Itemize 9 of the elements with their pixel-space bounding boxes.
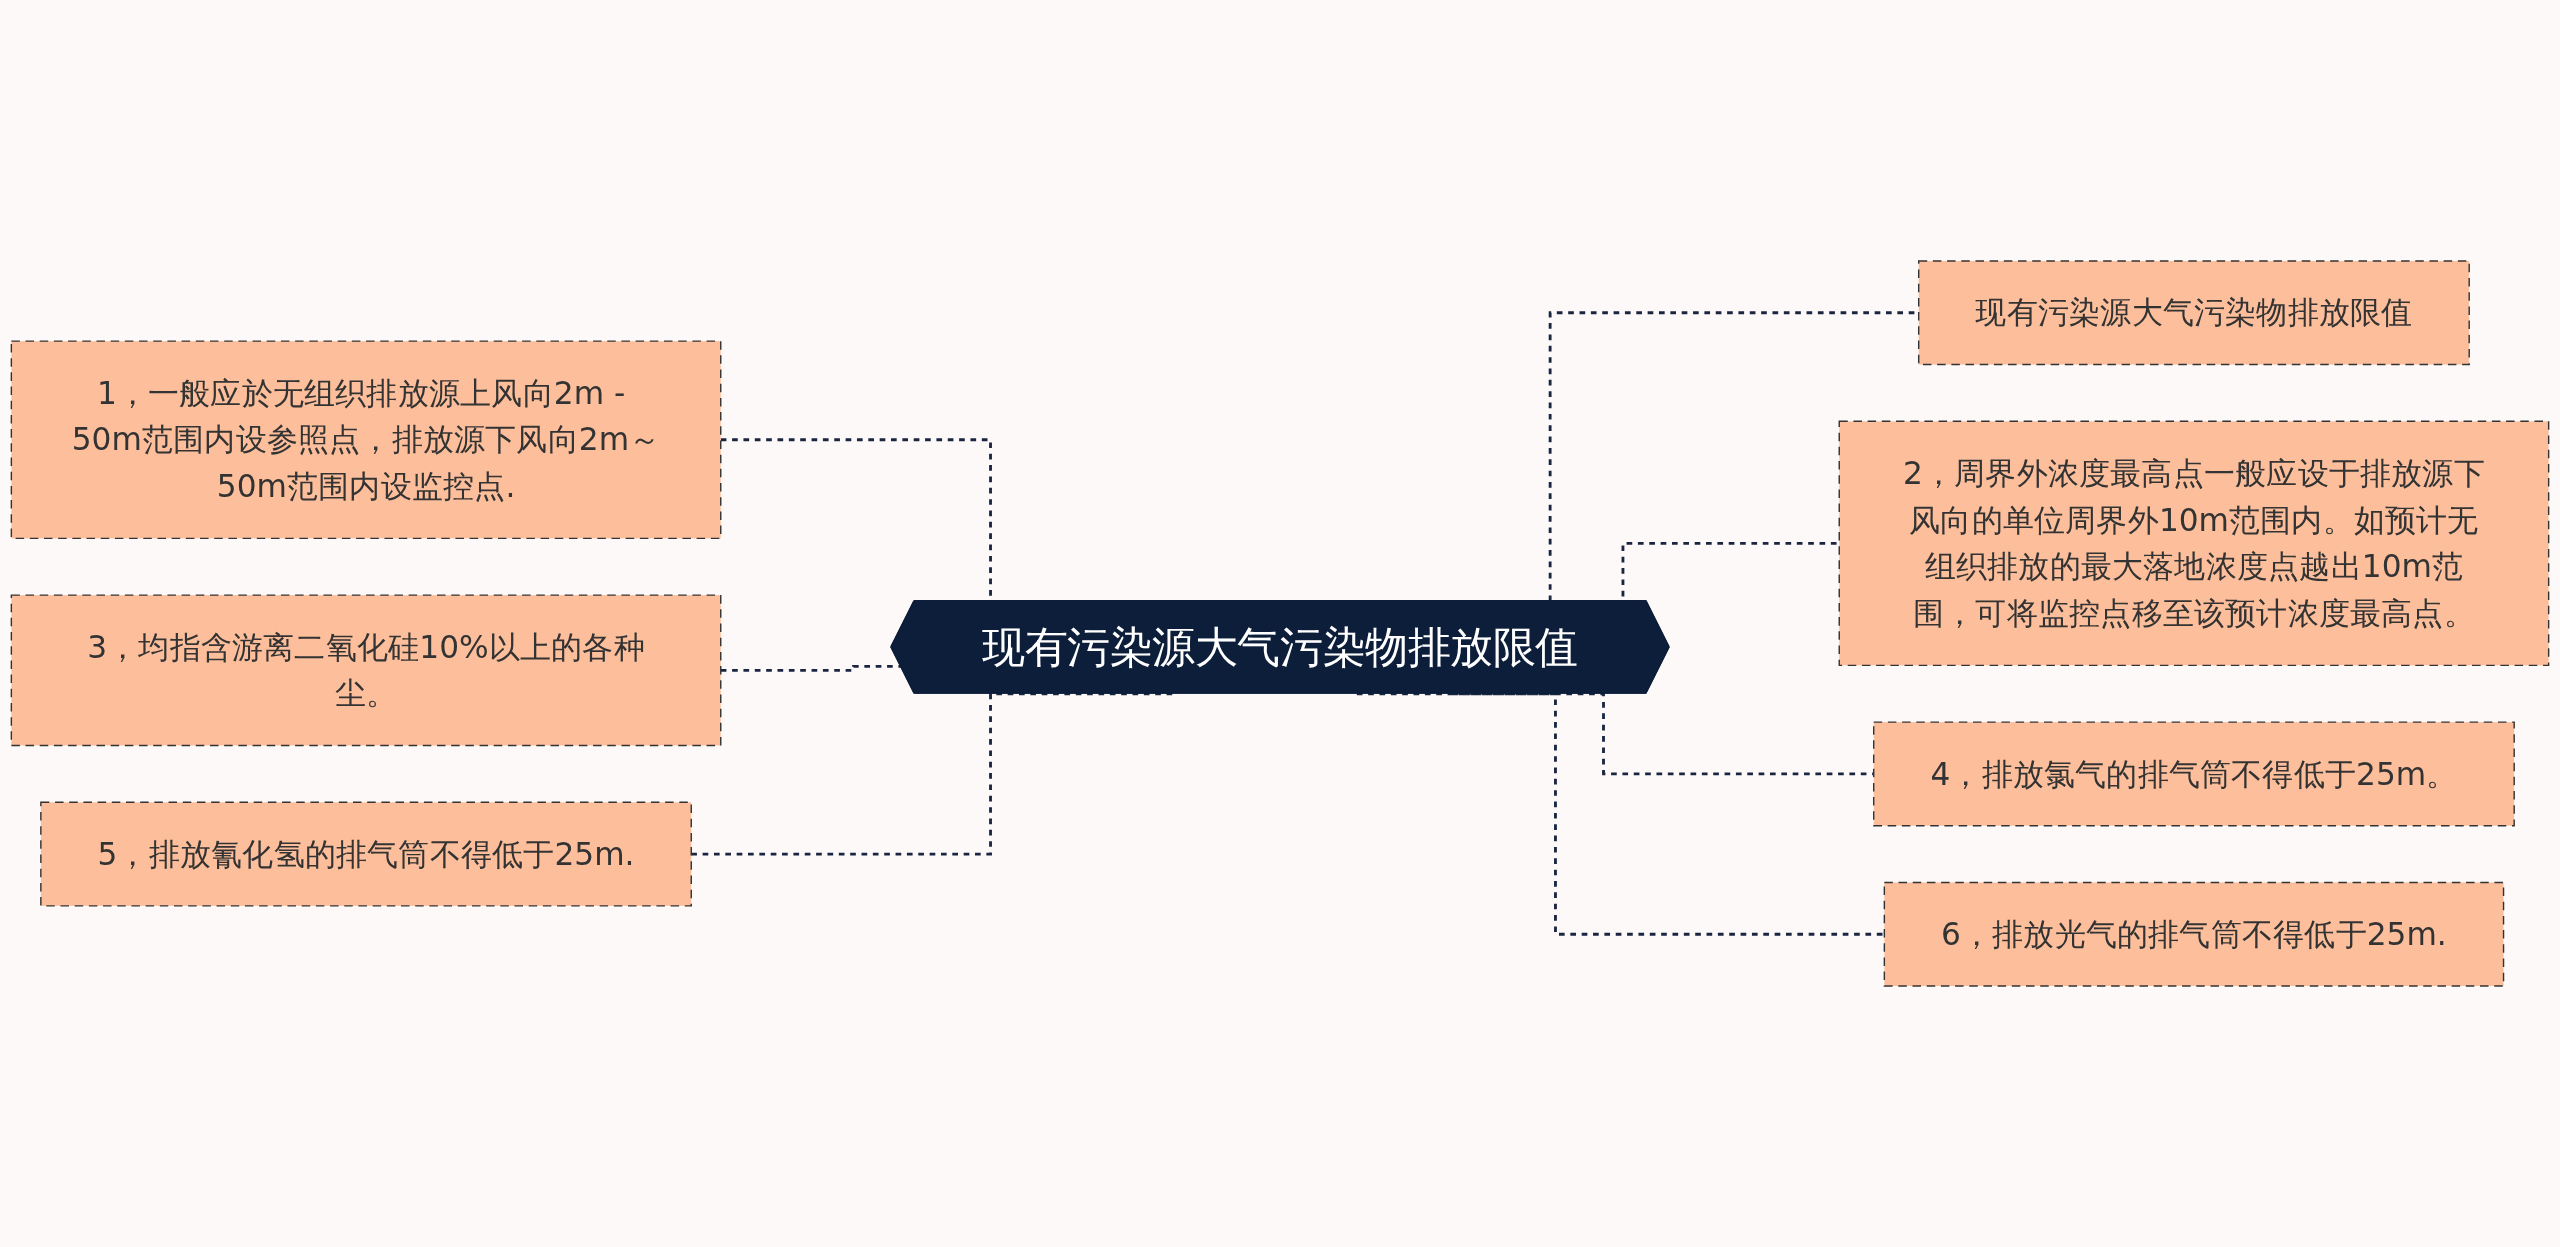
node-box: 现有污染源大气污染物排放限值 [1918,260,2470,366]
node-box: 4，排放氯气的排气筒不得低于25m。 [1873,721,2515,827]
node-box: 3，均指含游离二氧化硅10%以上的各种尘。 [10,594,722,747]
connector [1356,692,1885,936]
node-box: 5，排放氰化氢的排气筒不得低于25m. [40,801,692,907]
node-box: 1，一般应於无组织排放源上风向2m - 50m范围内设参照点，排放源下风向2m～50m范围内设监控点. [10,340,722,540]
node-box: 6，排放光气的排气筒不得低于25m. [1883,881,2505,987]
node-box: 2，周界外浓度最高点一般应设于排放源下风向的单位周界外10m范围内。如预计无组织排放的最大落地浓度点越出10m范围，可将监控点移至该预计浓度最高点。 [1838,420,2550,667]
connector [720,664,902,672]
